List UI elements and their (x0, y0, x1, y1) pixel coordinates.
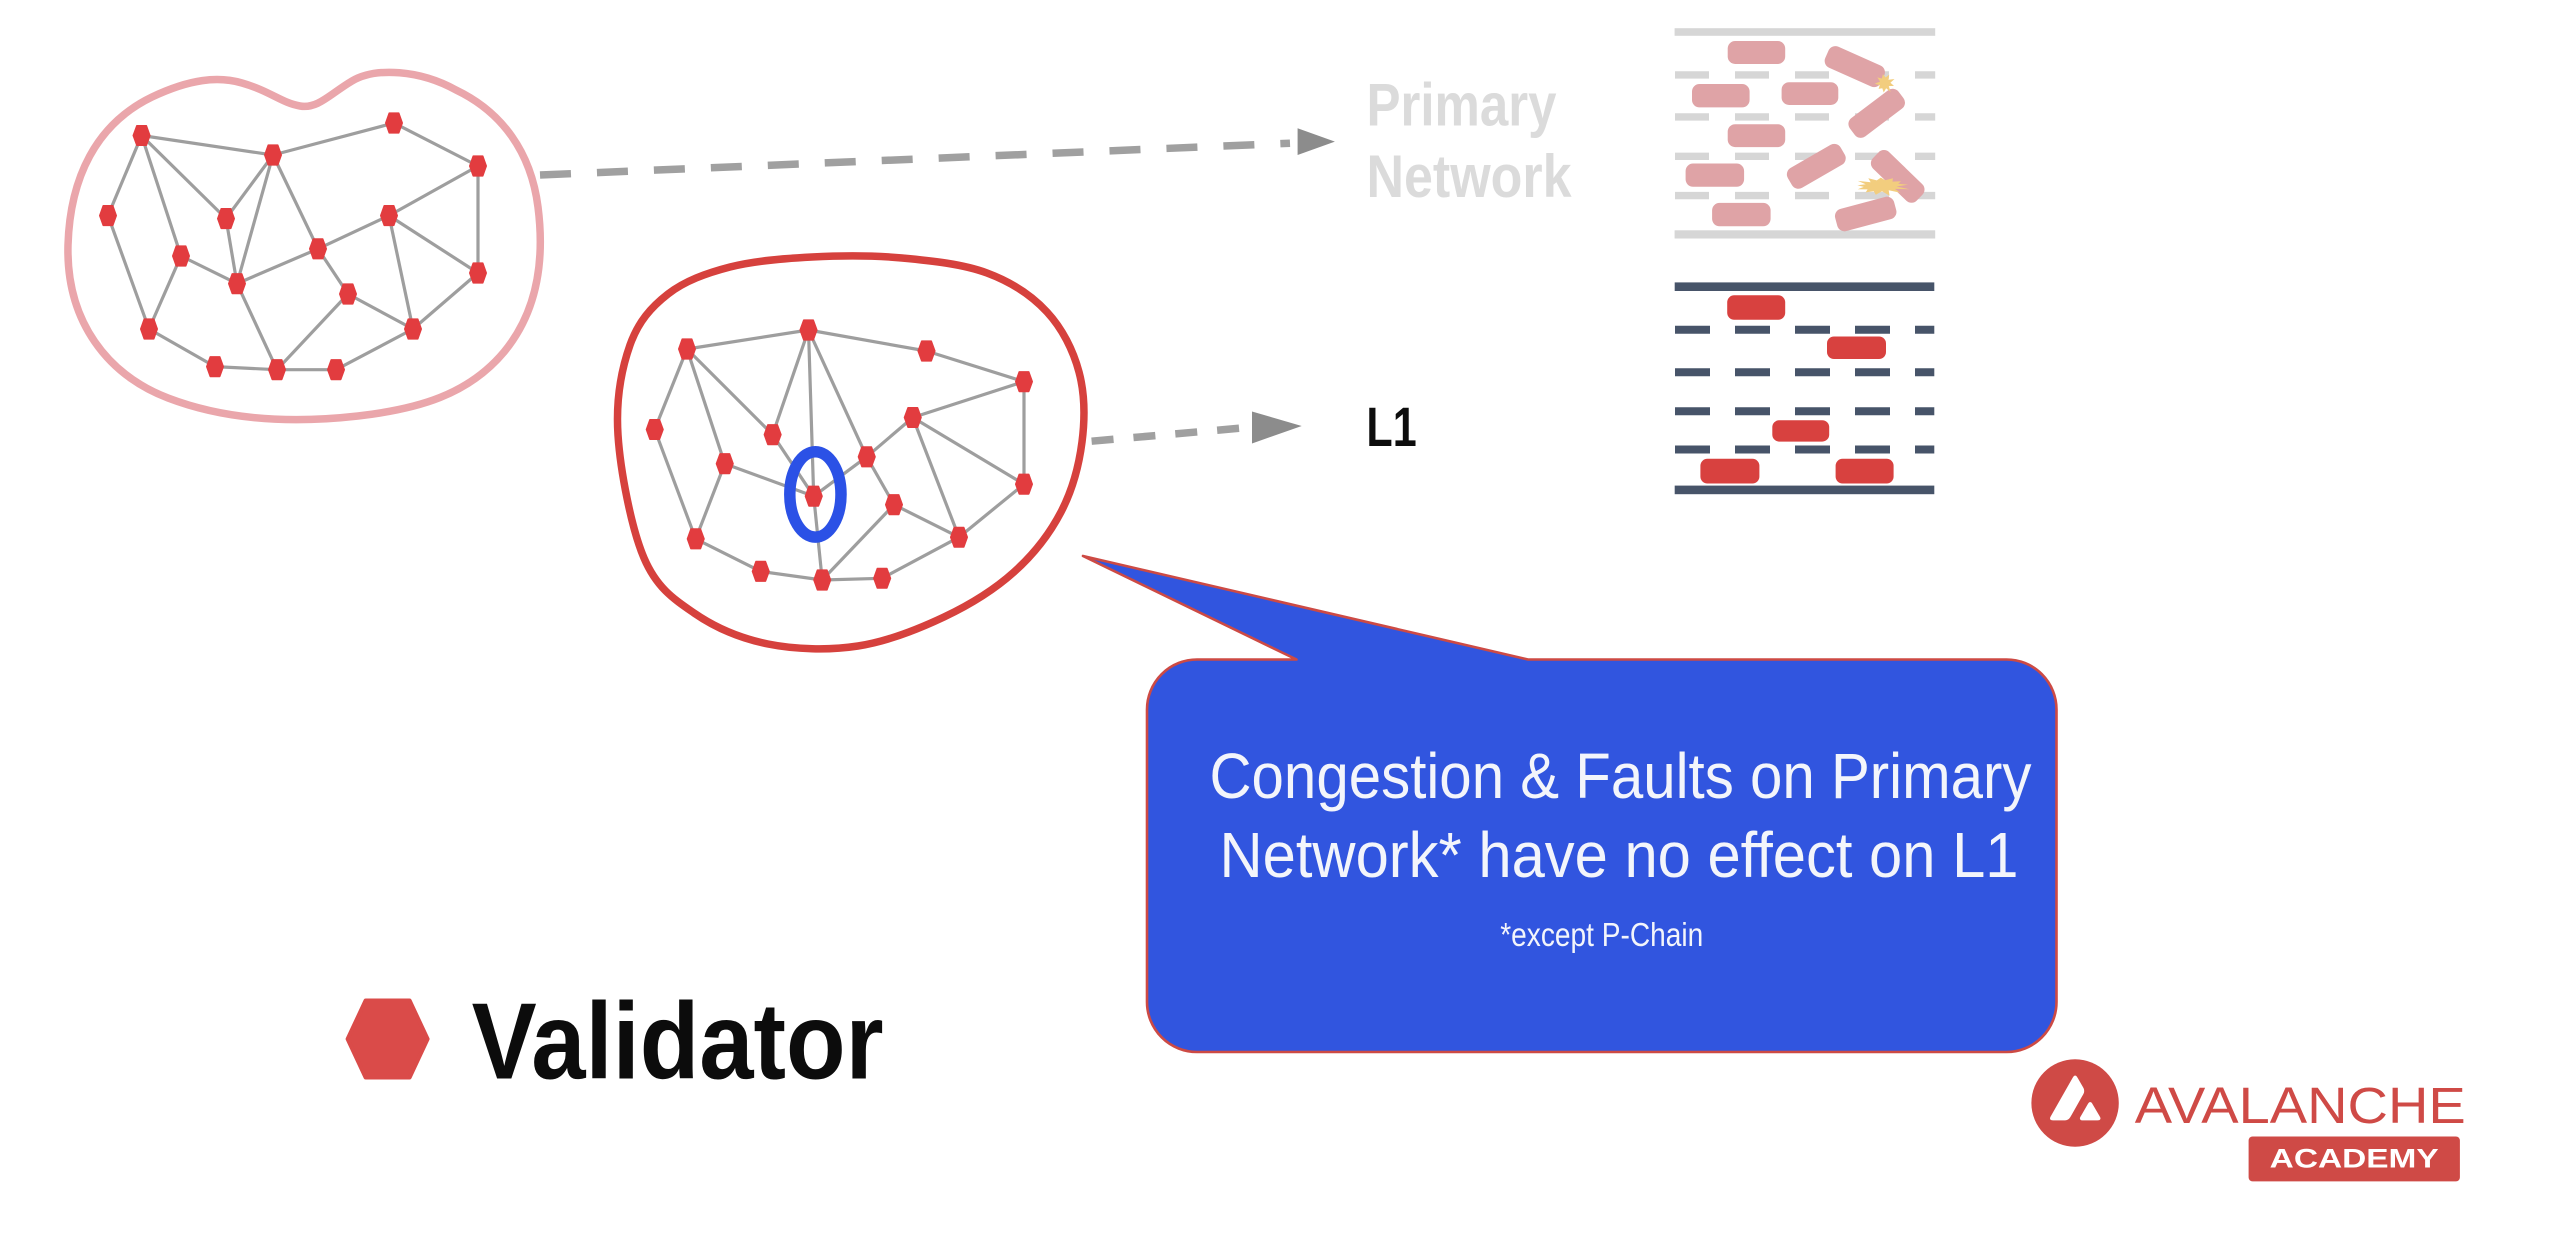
svg-text:Congestion & Faults on Primary: Congestion & Faults on Primary (1210, 740, 2032, 812)
svg-text:*except P-Chain: *except P-Chain (1500, 916, 1703, 953)
svg-text:AVALANCHE: AVALANCHE (2135, 1077, 2466, 1134)
svg-text:Network: Network (1367, 143, 1573, 210)
svg-text:L1: L1 (1366, 396, 1416, 458)
svg-text:Validator: Validator (472, 980, 884, 1102)
svg-text:ACADEMY: ACADEMY (2270, 1144, 2439, 1174)
svg-text:Network* have no effect on L1: Network* have no effect on L1 (1220, 819, 2019, 891)
svg-text:Primary: Primary (1367, 71, 1558, 138)
